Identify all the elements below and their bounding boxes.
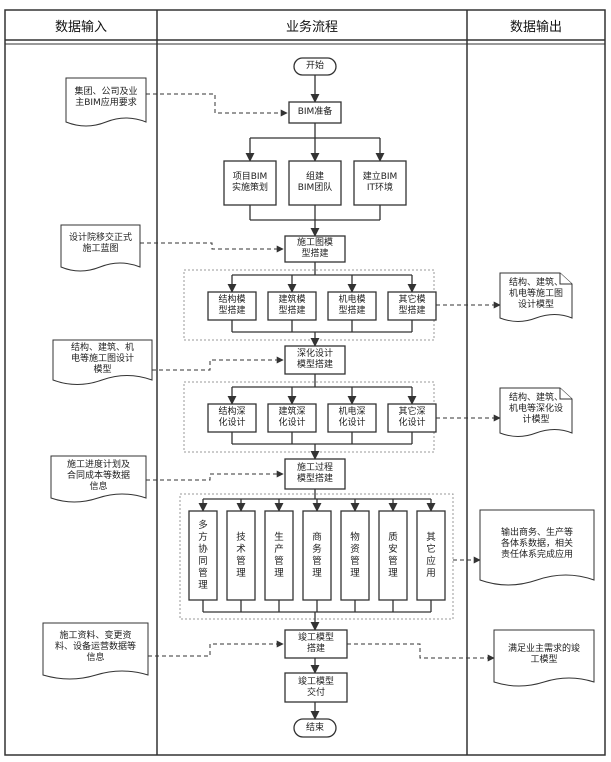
doc-shape-design-drawings [60,224,141,272]
material-node: 物资管理 [341,511,369,600]
input-design-drawings-label: 设计院移交正式 施工蓝图 [68,233,132,254]
bim-prep-node: BIM准备 [289,102,341,123]
material-label: 物资管理 [350,531,360,579]
output-drawing-design-model-label: 结构、建筑、 机电等施工图 设计模型 [508,277,563,310]
other-deepen-node: 其它深 化设计 [388,404,436,432]
bim-prep-label: BIM准备 [297,107,333,117]
doc-shape-drawing-design-model [499,272,573,322]
lane-header-output: 数据输出 [509,19,562,35]
doc-shape-deepen-design-model [499,387,573,437]
output-as-built-model: 满足业主需求的竣 工模型 [494,630,594,685]
completion-delivery-node: 竣工模型 交付 [285,673,347,702]
drawing-model-label: 施工图模 型搭建 [296,238,333,259]
mep-deepen-node: 机电深 化设计 [328,404,376,432]
structure-model-label: 结构模 型搭建 [218,295,246,316]
input-schedule-cost-label: 施工进度计划及 合同成本等数据 信息 [66,459,130,492]
project-plan-label: 项目BIM 实施策划 [231,172,268,193]
arch-model-node: 建筑模 型搭建 [268,292,316,320]
build-team-label: 组建 BIM团队 [297,172,333,193]
other-model-label: 其它模 型搭建 [398,295,426,316]
project-plan-node: 项目BIM 实施策划 [224,161,276,205]
deepen-model-label: 深化设计 模型搭建 [296,349,333,370]
doc-shape-construction-model [52,339,153,385]
doc-shape-schedule-cost [50,455,147,503]
output-deepen-design-model-label: 结构、建筑、 机电等深化设 计模型 [508,392,563,425]
input-schedule-cost: 施工进度计划及 合同成本等数据 信息 [51,456,146,502]
input-construction-data-label: 施工资料、变更资 料、设备运营数据等 信息 [54,630,136,663]
doc-shape-construction-data [42,622,149,680]
output-management-data: 输出商务、生产等 各体系数据，相关 责任体系完成应用 [480,510,594,584]
business-label: 商务管理 [312,531,322,579]
process-boxes [188,101,446,703]
completion-model-node: 竣工模型 搭建 [285,630,347,658]
technical-node: 技术管理 [227,511,255,600]
end-terminator [293,718,337,738]
arch-model-label: 建筑模 型搭建 [278,295,306,316]
flow-connectors [198,75,436,720]
input-construction-data: 施工资料、变更资 料、设备运营数据等 信息 [43,623,148,677]
output-management-data-label: 输出商务、生产等 各体系数据，相关 责任体系完成应用 [500,527,573,560]
completion-model-label: 竣工模型 搭建 [297,633,334,654]
production-node: 生产管理 [265,511,293,600]
other-app-label: 其它应用 [426,531,436,579]
input-construction-drawing-model: 结构、建筑、机 电等施工图设计 模型 [53,340,152,384]
input-group-requirements-label: 集团、公司及业 主BIM应用要求 [74,87,138,108]
output-deepen-design-model: 结构、建筑、 机电等深化设 计模型 [500,388,572,436]
build-it-node: 建立BIM IT环境 [354,161,406,205]
start-node: 开始 [294,58,336,75]
build-team-node: 组建 BIM团队 [289,161,341,205]
output-drawing-design-model: 结构、建筑、 机电等施工图 设计模型 [500,273,572,321]
doc-shape-group-requirements [65,77,147,127]
management-group-container [179,493,454,620]
doc-shape-as-built-model [493,629,595,687]
structure-model-node: 结构模 型搭建 [208,292,256,320]
doc-shape-management-data [479,509,595,586]
lane-header-input: 数据输入 [54,19,107,35]
technical-label: 技术管理 [236,531,246,579]
structure-deepen-node: 结构深 化设计 [208,404,256,432]
arch-deepen-node: 建筑深 化设计 [268,404,316,432]
end-label: 结束 [305,722,324,733]
other-deepen-label: 其它深 化设计 [398,407,426,428]
input-construction-drawing-model-label: 结构、建筑、机 电等施工图设计 模型 [70,342,134,375]
deepen-model-node: 深化设计 模型搭建 [285,346,345,374]
drawing-model-node: 施工图模 型搭建 [285,236,345,262]
swimlane-frame [4,9,606,756]
construction-model-node: 施工过程 模型搭建 [285,459,345,489]
quality-safety-node: 质安管理 [379,511,407,600]
input-design-drawings: 设计院移交正式 施工蓝图 [61,225,140,269]
data-connectors [140,93,501,662]
structure-deepen-label: 结构深 化设计 [218,407,246,428]
terminators [293,57,337,738]
mep-model-node: 机电模 型搭建 [328,292,376,320]
build-it-label: 建立BIM IT环境 [362,172,398,193]
start-label: 开始 [305,61,324,71]
input-group-requirements: 集团、公司及业 主BIM应用要求 [66,78,146,124]
lane-header-process: 业务流程 [285,19,338,35]
output-as-built-model-label: 满足业主需求的竣 工模型 [507,643,580,665]
multi-party-node: 多方协同管理 [189,511,217,600]
end-node: 结束 [294,719,336,737]
production-label: 生产管理 [274,531,284,579]
construction-model-label: 施工过程 模型搭建 [296,463,333,484]
quality-safety-label: 质安管理 [388,531,398,579]
other-model-node: 其它模 型搭建 [388,292,436,320]
start-terminator [293,57,337,76]
mep-model-label: 机电模 型搭建 [338,295,366,316]
other-app-node: 其它应用 [417,511,445,600]
mep-deepen-label: 机电深 化设计 [338,407,366,428]
arch-deepen-label: 建筑深 化设计 [278,407,306,428]
document-shapes [42,77,595,687]
multi-party-label: 多方协同管理 [198,519,208,591]
completion-delivery-label: 竣工模型 交付 [297,676,334,698]
business-node: 商务管理 [303,511,331,600]
